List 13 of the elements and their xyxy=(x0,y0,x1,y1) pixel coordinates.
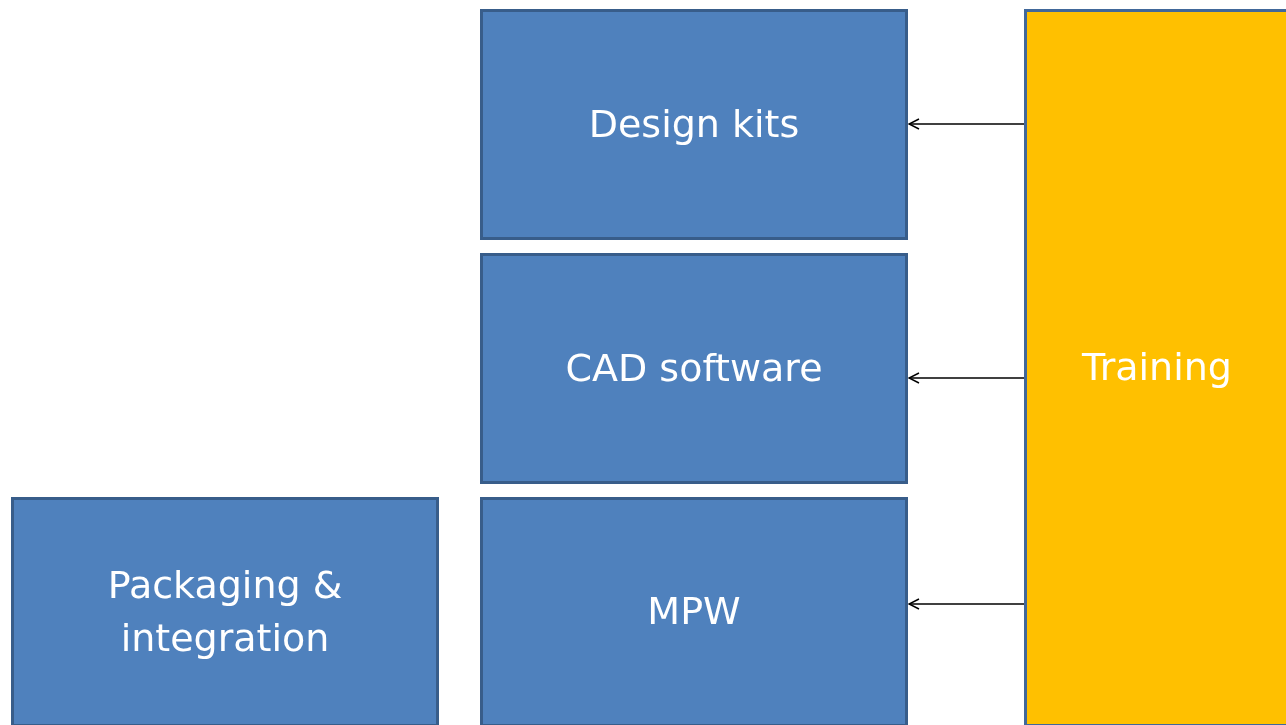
arrow xyxy=(908,118,1025,130)
process-box xyxy=(480,253,908,484)
box-label: MPW xyxy=(647,588,741,636)
process-box xyxy=(480,497,908,725)
process-box xyxy=(11,497,439,725)
box-label: Design kits xyxy=(588,100,800,148)
arrow xyxy=(908,372,1025,384)
process-box xyxy=(1024,9,1286,725)
box-label: CAD software xyxy=(565,344,823,392)
arrow xyxy=(908,598,1025,610)
box-label: Packaging & integration xyxy=(106,561,344,662)
process-box xyxy=(480,9,908,240)
box-label: Training xyxy=(1082,344,1232,392)
